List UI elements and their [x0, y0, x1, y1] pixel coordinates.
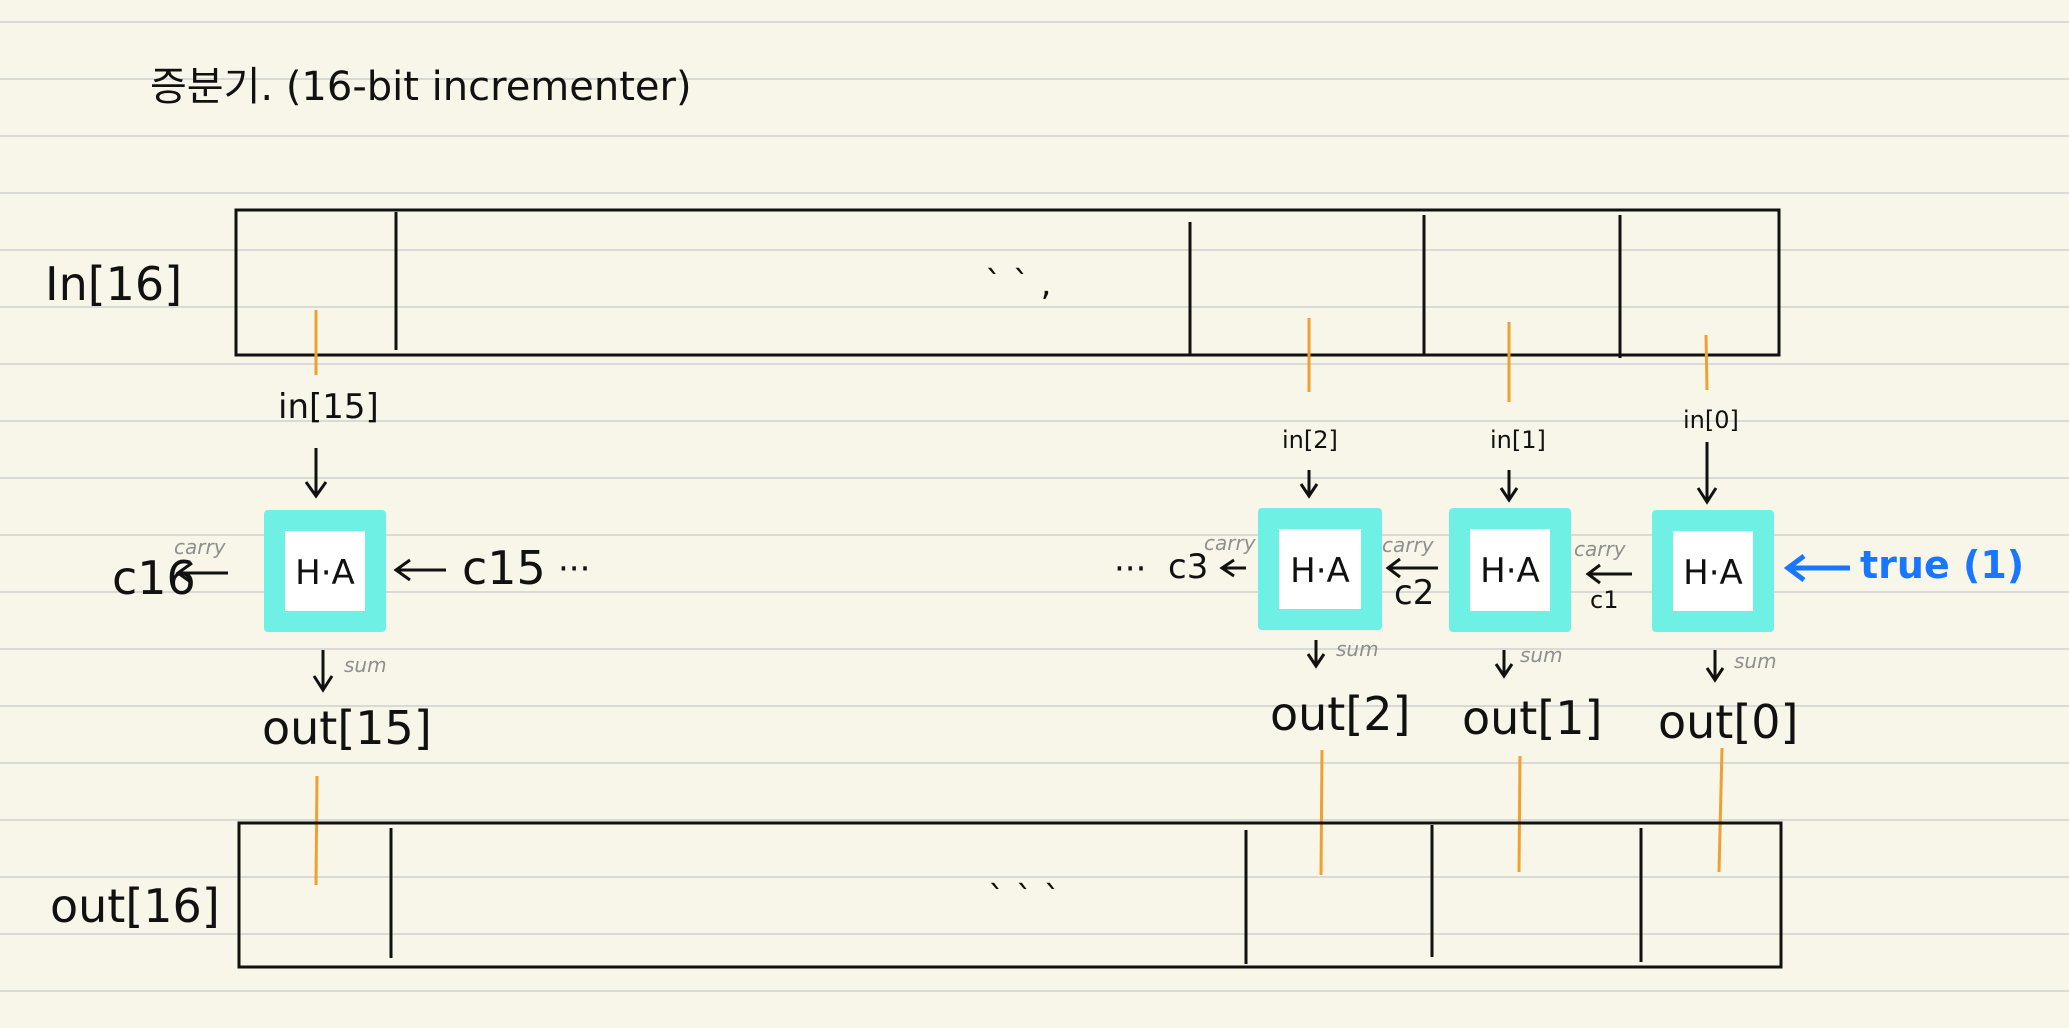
out2-label: out[2] [1270, 687, 1411, 741]
carry-note-c2: carry [1382, 533, 1435, 557]
half-adder-1-label: H·A [1480, 551, 1540, 591]
sum-note-1: sum [1520, 643, 1563, 667]
half-adder-2-label: H·A [1290, 551, 1350, 591]
constant-true-label: true (1) [1860, 543, 2024, 587]
sum-note-15: sum [344, 653, 387, 677]
ellipsis-left: ··· [558, 549, 590, 589]
carry-c2: c2 [1394, 573, 1434, 613]
notebook-rules [0, 21, 2069, 992]
carry-c15: c15 [462, 541, 546, 595]
carry-note-c1: carry [1574, 537, 1627, 561]
sum-note-0: sum [1734, 649, 1777, 673]
out1-label: out[1] [1462, 691, 1603, 745]
carry-arrows [175, 557, 1632, 585]
half-adder-15: H·A [264, 510, 386, 632]
half-adder-15-label: H·A [295, 553, 355, 593]
input-register [234, 208, 1781, 358]
sum-note-2: sum [1336, 637, 1379, 661]
input-register-label: In[16] [45, 257, 182, 311]
carry-note-c16: carry [174, 535, 227, 559]
carry-c16: c16 [112, 551, 196, 605]
in0-label: in[0] [1683, 406, 1739, 434]
carry-c3: c3 [1168, 547, 1208, 587]
out15-label: out[15] [262, 701, 432, 755]
half-adder-0-label: H·A [1683, 553, 1743, 593]
input-register-ellipsis: ` ` , [985, 264, 1051, 304]
constant-arrow [1783, 554, 1850, 582]
half-adder-2: H·A [1258, 508, 1382, 630]
output-wires [314, 747, 1724, 886]
output-register-label: out[16] [50, 879, 220, 933]
out0-label: out[0] [1658, 695, 1799, 749]
sum-arrows [312, 640, 1725, 693]
carry-note-c3: carry [1204, 531, 1257, 555]
output-register [237, 821, 1783, 969]
carry-c1: c1 [1590, 586, 1618, 614]
in15-label: in[15] [278, 387, 379, 427]
in1-label: in[1] [1490, 426, 1546, 454]
half-adder-0: H·A [1652, 510, 1774, 632]
input-wires [314, 310, 1709, 402]
page-title: 증분기. (16-bit incrementer) [150, 64, 692, 110]
ellipsis-right: ··· [1114, 549, 1146, 589]
output-register-ellipsis: ` ` ` [988, 879, 1061, 919]
half-adder-1: H·A [1449, 508, 1571, 632]
input-arrows [304, 442, 1718, 505]
in2-label: in[2] [1282, 426, 1338, 454]
